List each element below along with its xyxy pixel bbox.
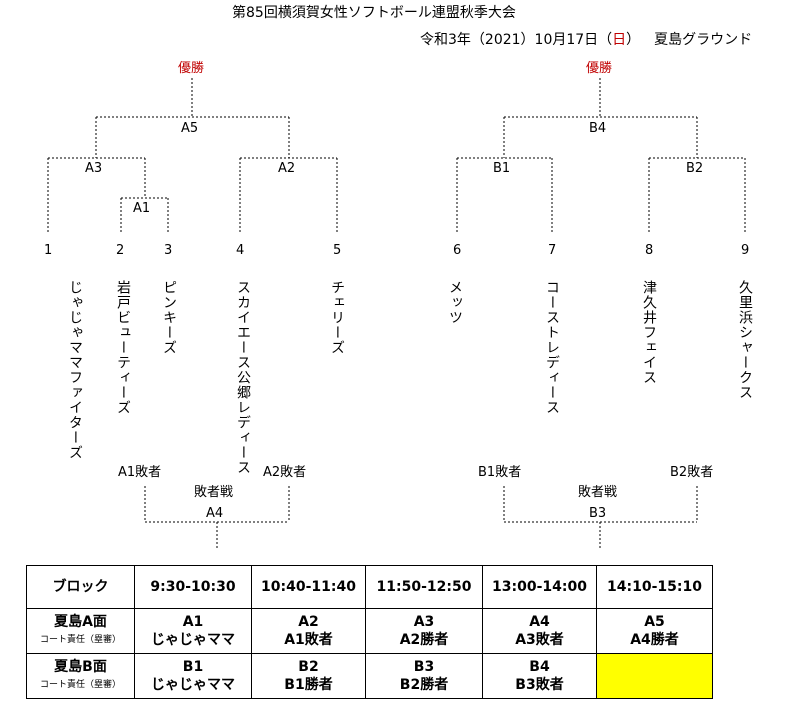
header-time-slot: 14:10-15:10 xyxy=(596,565,713,609)
match-code: A2 xyxy=(298,614,319,630)
seed-number: 2 xyxy=(116,243,125,258)
date-close: ） xyxy=(626,32,641,48)
bracket-b-final: B4 xyxy=(589,121,607,136)
date-text: 令和3年（2021）10月17日（ xyxy=(420,32,613,48)
court-responsibility: コート責任（塁審） xyxy=(39,635,121,645)
event-date: 令和3年（2021）10月17日（日） 夏島グラウンド xyxy=(420,33,752,47)
match-code: A4 xyxy=(529,614,550,630)
loser-match-label: 敗者戦 xyxy=(194,485,234,500)
match-umpire: B3敗者 xyxy=(515,677,564,693)
seed-number: 6 xyxy=(453,243,462,258)
team-name: じゃじゃママファイターズ xyxy=(67,280,83,460)
match-code: B2 xyxy=(298,659,319,675)
header-time-slot: 10:40-11:40 xyxy=(251,565,366,609)
header-time-slot: 13:00-14:00 xyxy=(482,565,597,609)
match-code: A3 xyxy=(413,614,435,630)
match-cell: A1 じゃじゃママ xyxy=(134,608,252,654)
match-umpire: A2勝者 xyxy=(399,632,449,648)
bracket-a-final: A5 xyxy=(181,121,199,136)
event-venue: 夏島グラウンド xyxy=(654,32,753,48)
bracket-a-semi-left: A3 xyxy=(85,161,103,176)
match-cell: B1 じゃじゃママ xyxy=(134,653,252,699)
team-name: ピンキーズ xyxy=(161,280,177,355)
loser-source-right: A2敗者 xyxy=(263,465,307,480)
loser-source-right: B2敗者 xyxy=(670,465,714,480)
bracket-a-champion-label: 優勝 xyxy=(178,61,205,76)
match-code: A5 xyxy=(644,614,665,630)
team-name: チェリーズ xyxy=(329,280,345,355)
seed-number: 4 xyxy=(236,243,245,258)
loser-source-left: A1敗者 xyxy=(118,465,162,480)
team-name: 久里浜シャークス xyxy=(737,280,753,400)
seed-number: 5 xyxy=(333,243,342,258)
seed-number: 7 xyxy=(548,243,557,258)
bracket-b-champion-label: 優勝 xyxy=(586,61,613,76)
seed-number: 3 xyxy=(164,243,173,258)
match-umpire: B2勝者 xyxy=(399,677,449,693)
match-code: A1 xyxy=(182,614,204,630)
bracket-b-semi-right: B2 xyxy=(686,161,704,176)
team-name: 津久井フェイス xyxy=(641,280,657,385)
court-cell: 夏島A面 コート責任（塁審） xyxy=(26,608,135,654)
match-umpire: B1勝者 xyxy=(284,677,333,693)
date-weekday: 日 xyxy=(612,32,627,48)
match-code: B3 xyxy=(413,659,435,675)
match-code: B4 xyxy=(529,659,550,675)
loser-match-label: 敗者戦 xyxy=(578,485,618,500)
seed-number: 9 xyxy=(741,243,750,258)
match-umpire: じゃじゃママ xyxy=(151,632,235,648)
schedule-table: ブロック 9:30-10:30 10:40-11:40 11:50-12:50 … xyxy=(26,565,713,699)
court-cell: 夏島B面 コート責任（塁審） xyxy=(26,653,135,699)
match-umpire: A3敗者 xyxy=(515,632,564,648)
team-name: スカイエース公郷レディース xyxy=(235,280,251,475)
loser-source-left: B1敗者 xyxy=(478,465,522,480)
schedule-header-row: ブロック 9:30-10:30 10:40-11:40 11:50-12:50 … xyxy=(26,565,713,609)
match-umpire: じゃじゃママ xyxy=(151,677,235,693)
tournament-title: 第85回横須賀女性ソフトボール連盟秋季大会 xyxy=(232,5,516,21)
team-name: 岩戸ビューティーズ xyxy=(115,280,131,415)
bracket-a-semi-right: A2 xyxy=(278,161,296,176)
seed-number: 1 xyxy=(44,243,53,258)
court-responsibility: コート責任（塁審） xyxy=(39,680,121,690)
match-umpire: A1敗者 xyxy=(284,632,333,648)
loser-match-code: A4 xyxy=(206,506,224,521)
court-name: 夏島A面 xyxy=(54,614,107,630)
match-code: B1 xyxy=(182,659,204,675)
bracket-a-first-round: A1 xyxy=(133,201,151,216)
match-umpire: A4勝者 xyxy=(630,632,679,648)
header-time-slot: 11:50-12:50 xyxy=(365,565,483,609)
team-name: メッツ xyxy=(447,280,463,325)
loser-match-code: B3 xyxy=(589,506,607,521)
bracket-b-semi-left: B1 xyxy=(493,161,511,176)
court-name: 夏島B面 xyxy=(54,659,107,675)
team-name: コーストレディース xyxy=(544,280,560,415)
seed-number: 8 xyxy=(645,243,654,258)
header-time-slot: 9:30-10:30 xyxy=(134,565,252,609)
empty-highlight-cell xyxy=(596,653,713,699)
header-block: ブロック xyxy=(26,565,135,609)
